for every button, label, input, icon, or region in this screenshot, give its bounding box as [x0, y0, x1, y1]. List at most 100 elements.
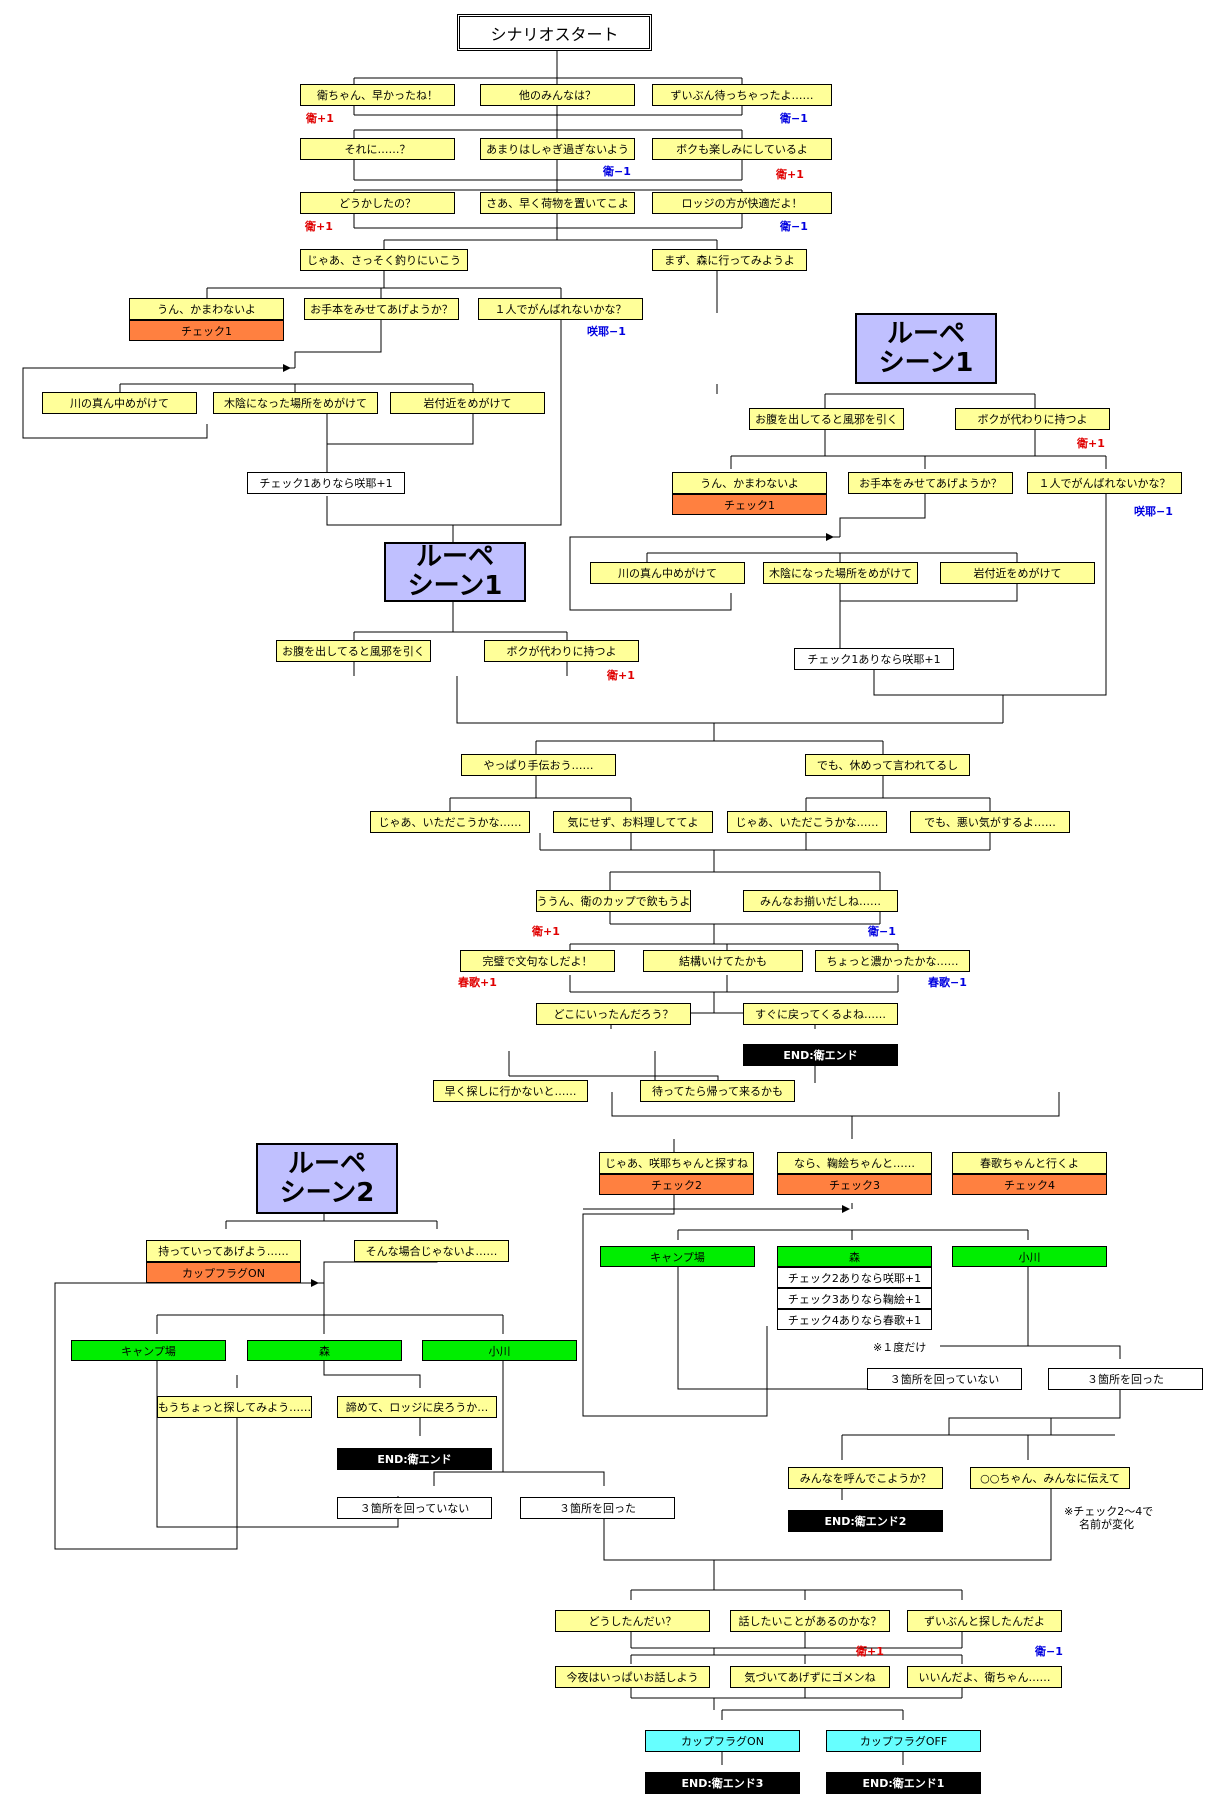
flow-node-n45b: チェック2 — [599, 1174, 754, 1195]
affection-delta-d3: 衛−1 — [603, 165, 631, 178]
flow-node-e3: END:衛エンド2 — [788, 1510, 943, 1532]
flow-node-n5: あまりはしゃぎ過ぎないよう — [480, 138, 635, 160]
flow-node-n32: じゃあ、いただこうかな…… — [370, 811, 530, 833]
loupe-label-line: シーン1 — [878, 347, 974, 378]
flow-node-w5: ３箇所を回った — [520, 1497, 675, 1519]
flow-node-w7: ３箇所を回った — [1048, 1368, 1203, 1390]
affection-delta-d2: 衛−1 — [780, 112, 808, 125]
flow-node-n48b: カップフラグON — [146, 1262, 301, 1283]
flow-node-n16: 木陰になった場所をめがけて — [213, 392, 378, 414]
flow-node-n30: やっぱり手伝おう…… — [461, 754, 616, 776]
flow-node-g5: 森 — [247, 1340, 402, 1361]
flow-node-n38: 完璧で文句なしだよ！ — [460, 950, 615, 972]
flow-node-n26: 岩付近をめがけて — [940, 562, 1095, 584]
flow-node-n55: 話したいことがあるのかな？ — [730, 1610, 890, 1632]
flow-node-n24: 川の真ん中めがけて — [590, 562, 745, 584]
affection-delta-d11: 衛+1 — [532, 925, 560, 938]
affection-delta-d4: 衛+1 — [776, 168, 804, 181]
flow-node-n46: なら、鞠絵ちゃんと…… — [777, 1152, 932, 1174]
flow-node-c1: カップフラグON — [645, 1730, 800, 1752]
affection-delta-d5: 衛+1 — [305, 220, 333, 233]
affection-delta-d9: 咲耶−1 — [1134, 505, 1173, 518]
flow-node-n27: チェック1ありなら咲耶+1 — [794, 648, 954, 670]
flow-node-n31: でも、休めって言われてるし — [805, 754, 970, 776]
affection-delta-d16: 衛−1 — [1035, 1645, 1063, 1658]
flow-node-n13: お手本をみせてあげようか？ — [304, 298, 459, 320]
flow-node-n51: 諦めて、ロッジに戻ろうか… — [337, 1396, 497, 1418]
flow-node-n34: じゃあ、いただこうかな…… — [727, 811, 887, 833]
flow-node-n35: でも、悪い気がするよ…… — [910, 811, 1070, 833]
flow-node-n56: ずいぶんと探したんだよ — [907, 1610, 1062, 1632]
flow-node-g1: キャンプ場 — [600, 1246, 755, 1267]
affection-delta-d7: 咲耶−1 — [587, 325, 626, 338]
flow-node-n21: うん、かまわないよ — [672, 472, 827, 494]
loupe-label-line: ルーペ — [415, 542, 494, 573]
flow-node-n42: すぐに戻ってくるよね…… — [743, 1003, 898, 1025]
loupe-label-line: ルーペ — [886, 318, 965, 349]
loupe-label-line: シーン2 — [279, 1177, 375, 1208]
flow-node-e1: END:衛エンド — [743, 1044, 898, 1066]
flow-node-n39: 結構いけてたかも — [643, 950, 803, 972]
flow-node-n37: みんなお揃いだしね…… — [743, 890, 898, 912]
flow-node-n53: ○○ちゃん、みんなに伝えて — [970, 1467, 1130, 1489]
flow-node-n4: それに……？ — [300, 138, 455, 160]
flow-node-g6: 小川 — [422, 1340, 577, 1361]
flow-node-w1: チェック2ありなら咲耶+1 — [777, 1267, 932, 1288]
flow-node-n36: ううん、衛のカップで飲もうよ — [536, 890, 691, 912]
flow-node-n54: どうしたんだい？ — [555, 1610, 710, 1632]
flow-node-g4: キャンプ場 — [71, 1340, 226, 1361]
flow-node-n15: 川の真ん中めがけて — [42, 392, 197, 414]
annotation-t3: 名前が変化 — [1079, 1518, 1134, 1531]
flow-node-n44: 待ってたら帰って来るかも — [640, 1080, 795, 1102]
flow-node-n48: 持っていってあげよう…… — [146, 1240, 301, 1262]
annotation-t2: ※チェック2～4で — [1064, 1505, 1154, 1518]
flow-node-n21b: チェック1 — [672, 494, 827, 515]
affection-delta-d15: 衛+1 — [856, 1645, 884, 1658]
flow-node-n9: ロッジの方が快適だよ！ — [652, 192, 832, 214]
affection-delta-d14: 春歌−1 — [928, 976, 967, 989]
flow-node-n40: ちょっと濃かったかな…… — [815, 950, 970, 972]
flow-node-n59: いいんだよ、衛ちゃん…… — [907, 1666, 1062, 1688]
loupe-label-line: ルーペ — [287, 1148, 366, 1179]
flow-node-n58: 気づいてあげずにゴメンね — [730, 1666, 890, 1688]
flow-node-e5: END:衛エンド1 — [826, 1772, 981, 1794]
flow-node-n49: そんな場合じゃないよ…… — [354, 1240, 509, 1262]
flow-node-n28: お腹を出してると風邪を引く — [749, 408, 904, 430]
annotation-t1: ※１度だけ — [873, 1341, 927, 1354]
affection-delta-d13: 春歌+1 — [458, 976, 497, 989]
affection-delta-d1: 衛+1 — [306, 112, 334, 125]
flow-node-L1a: ルーペシーン1 — [384, 542, 526, 602]
flow-node-L1b: ルーペシーン1 — [855, 313, 997, 384]
flow-node-L2: ルーペシーン2 — [256, 1143, 398, 1214]
flow-node-n20: ボクが代わりに持つよ — [484, 640, 639, 662]
affection-delta-d12: 衛−1 — [868, 925, 896, 938]
flow-node-w3: チェック4ありなら春歌+1 — [777, 1309, 932, 1330]
flow-node-n12b: チェック1 — [129, 320, 284, 341]
flow-node-n33: 気にせず、お料理しててよ — [553, 811, 713, 833]
flow-node-n6: ボクも楽しみにしているよ — [652, 138, 832, 160]
affection-delta-d6: 衛−1 — [780, 220, 808, 233]
flow-node-e4: END:衛エンド3 — [645, 1772, 800, 1794]
flow-node-n25: 木陰になった場所をめがけて — [763, 562, 918, 584]
flow-node-n45: じゃあ、咲耶ちゃんと探すね — [599, 1152, 754, 1174]
flow-node-n3: ずいぶん待っちゃったよ…… — [652, 84, 832, 106]
flow-node-n57: 今夜はいっぱいお話しよう — [555, 1666, 710, 1688]
flow-node-n41: どこにいったんだろう？ — [536, 1003, 691, 1025]
flow-node-w4: ３箇所を回っていない — [337, 1497, 492, 1519]
flow-node-g2: 森 — [777, 1246, 932, 1267]
flow-node-n22: お手本をみせてあげようか？ — [848, 472, 1013, 494]
flow-node-n0: シナリオスタート — [457, 14, 652, 51]
flow-node-n47: 春歌ちゃんと行くよ — [952, 1152, 1107, 1174]
flow-node-w2: チェック3ありなら鞠絵+1 — [777, 1288, 932, 1309]
flow-node-n2: 他のみんなは？ — [480, 84, 635, 106]
flow-node-n46b: チェック3 — [777, 1174, 932, 1195]
flow-node-n50: もうちょっと探してみよう…… — [157, 1396, 312, 1418]
flow-node-n47b: チェック4 — [952, 1174, 1107, 1195]
flow-node-n18: チェック1ありなら咲耶+1 — [247, 472, 405, 494]
flow-node-n17: 岩付近をめがけて — [390, 392, 545, 414]
flow-node-n14: １人でがんばれないかな？ — [478, 298, 643, 320]
flow-node-w6: ３箇所を回っていない — [867, 1368, 1022, 1390]
flow-node-n12: うん、かまわないよ — [129, 298, 284, 320]
